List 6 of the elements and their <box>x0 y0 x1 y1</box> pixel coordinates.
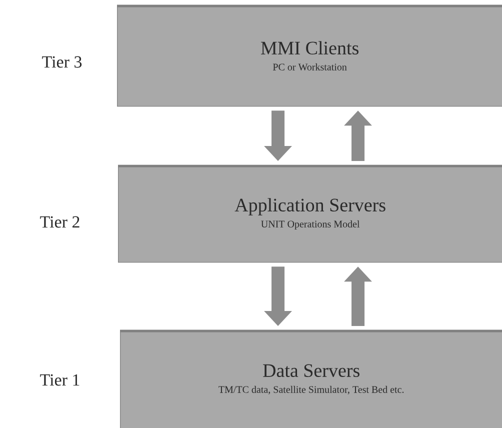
tier-box: MMI Clients PC or Workstation <box>117 5 502 107</box>
tier-label: Tier 3 <box>42 56 82 68</box>
tier-box: Data Servers TM/TC data, Satellite Simulator, Test Bed etc. <box>120 330 502 428</box>
tier-box: Application Servers UNIT Operations Model <box>118 165 502 263</box>
tier-label: Tier 1 <box>40 374 80 386</box>
tier-label: Tier 2 <box>40 216 80 228</box>
